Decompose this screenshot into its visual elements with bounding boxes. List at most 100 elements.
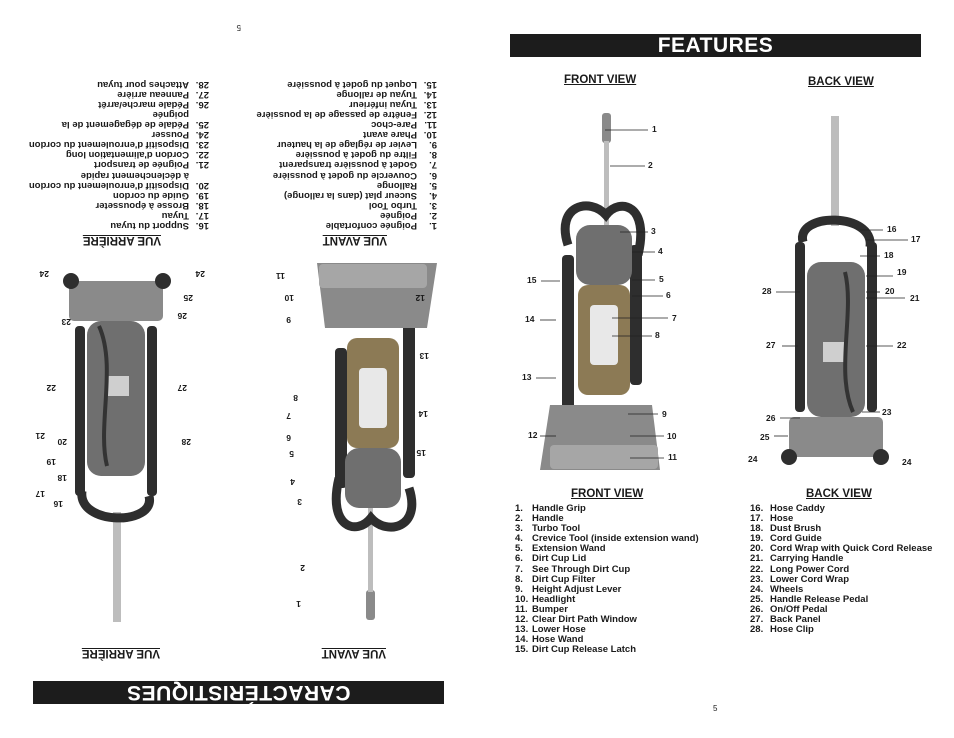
fr-callout-12: 12 <box>415 293 425 303</box>
list-item: 16.Support du tuyau <box>110 220 209 231</box>
callout-22: 22 <box>897 340 907 350</box>
list-item: 20.Cord Wrap with Quick Cord Release <box>750 543 933 555</box>
list-item: 24.Wheels <box>750 583 804 595</box>
back-view-heading: BACK VIEW <box>808 76 874 88</box>
callout-10: 10 <box>667 431 677 441</box>
vue-avant-illustration <box>317 263 437 620</box>
callout-4: 4 <box>658 246 663 256</box>
fr-callout-7: 7 <box>286 411 291 421</box>
callout-5: 5 <box>659 274 664 284</box>
callout-12: 12 <box>528 430 538 440</box>
list-item: 26.Pédale marche/arrêt <box>98 98 209 110</box>
list-item: 18.Dust Brush <box>750 523 822 535</box>
callout-14: 14 <box>525 314 535 324</box>
list-item: 7.See Through Dirt Cup <box>515 563 631 575</box>
list-item: 8.Dirt Cup Filter <box>515 573 596 585</box>
page-number-right: 5 <box>713 704 718 713</box>
fr-callout-5: 5 <box>289 449 294 459</box>
fr-callout-15: 15 <box>416 448 426 458</box>
list-item: 12.Clear Dirt Path Window <box>515 614 637 626</box>
list-item: 11.Bumper <box>515 603 568 615</box>
list-item: 27.Panneau arrière <box>117 88 209 100</box>
left-page: CARACTÉRISTIQUES VUE AVANT VUE ARRIÈRE 1… <box>28 23 444 705</box>
fr-callout-23: 23 <box>61 317 71 327</box>
vue-avant-list-heading: VUE AVANT <box>322 234 387 246</box>
list-item: 28.Attaches pour tuyau <box>97 78 209 90</box>
list-item: 14.Tuyau de rallonge <box>336 88 437 100</box>
fr-callout-17: 17 <box>35 489 45 499</box>
list-item: 4.Suceur plat (dans la rallonge) <box>283 189 437 201</box>
fr-callout-24-b: 24 <box>39 269 49 279</box>
front-list-heading: FRONT VIEW <box>571 488 644 500</box>
list-item: 4.Crevice Tool (inside extension wand) <box>515 533 699 545</box>
list-item: 25.Handle Release Pedal <box>750 593 869 605</box>
list-item: 26.On/Off Pedal <box>750 603 828 615</box>
fr-callout-11: 11 <box>276 271 285 281</box>
fr-callout-6: 6 <box>286 433 291 443</box>
list-item: 14.Hose Wand <box>515 634 584 646</box>
callout-25: 25 <box>760 432 770 442</box>
handle-shaft-shape <box>604 141 609 261</box>
list-item: 2.Poignée <box>380 209 437 221</box>
back-vacuum-illustration <box>781 116 889 465</box>
fr-callout-3: 3 <box>297 497 302 507</box>
hose-wand-shape <box>562 255 574 425</box>
list-item: 9.Levier de réglage de la hauteur <box>277 139 437 151</box>
callout-1: 1 <box>652 124 657 134</box>
callout-20: 20 <box>885 286 895 296</box>
callout-7: 7 <box>672 313 677 323</box>
list-item: 6.Dirt Cup Lid <box>515 553 587 565</box>
list-item: 16.Hose Caddy <box>750 503 825 514</box>
vue-avant-list: 1.Poignée confortable 2.Poignée 3.Turbo … <box>256 79 437 231</box>
fr-callout-26: 26 <box>177 311 187 321</box>
fr-callout-14: 14 <box>418 409 428 419</box>
list-item: 7.Godet à poussière transparent <box>279 159 437 171</box>
fr-callout-28: 28 <box>181 437 191 447</box>
fr-callout-13: 13 <box>419 351 429 361</box>
callout-26: 26 <box>766 413 776 423</box>
fr-callout-18: 18 <box>57 473 67 483</box>
caracteristiques-title: CARACTÉRISTIQUES <box>126 681 351 705</box>
list-item: 5.Rallonge <box>376 179 437 191</box>
callout-8: 8 <box>655 330 660 340</box>
callout-15: 15 <box>527 275 537 285</box>
fr-callout-27: 27 <box>177 383 187 393</box>
fr-callout-25: 25 <box>183 293 193 303</box>
callout-16: 16 <box>887 224 897 234</box>
list-item: 3.Turbo Tool <box>515 523 581 535</box>
bumper-shape <box>550 445 658 469</box>
callout-18: 18 <box>884 250 894 260</box>
fr-callout-1: 1 <box>296 599 301 609</box>
front-feature-list: 1.Handle Grip 2.Handle 3.Turbo Tool 4.Cr… <box>515 503 699 656</box>
list-item: 24.Pousser <box>151 129 210 141</box>
list-item: 10.Phare avant <box>363 129 437 141</box>
list-item: 13.Tuyau inférieur <box>349 98 437 110</box>
list-item: 10.Headlight <box>515 593 576 605</box>
callout-9: 9 <box>662 409 667 419</box>
list-item: 28.Hose Clip <box>750 624 814 636</box>
fr-callout-2: 2 <box>300 563 305 573</box>
fr-callout-4: 4 <box>290 477 295 487</box>
fr-callout-8: 8 <box>293 393 298 403</box>
list-item: 17.Tuyau <box>161 209 209 221</box>
vue-arriere-list-heading: VUE ARRIÈRE <box>82 234 161 246</box>
list-item: 25.Pédale de dégagement de la <box>61 119 209 131</box>
fr-callout-20: 20 <box>57 437 67 447</box>
list-item: 20.Dispositif d'enroulement du cordon <box>28 179 209 191</box>
list-item: 2.Handle <box>515 513 564 525</box>
front-view-heading: FRONT VIEW <box>564 74 637 86</box>
list-item: 6.Couvercle du godet à poussière <box>272 169 437 181</box>
callout-6: 6 <box>666 290 671 300</box>
callout-21: 21 <box>910 293 920 303</box>
hose-shape <box>560 201 646 257</box>
callout-24-right: 24 <box>902 457 912 467</box>
fr-callout-16: 16 <box>53 499 63 509</box>
vue-arriere-heading: VUE ARRIÈRE <box>81 647 160 659</box>
fr-callout-21: 21 <box>35 431 45 441</box>
list-item: 22.Long Power Cord <box>750 563 850 575</box>
filter-shape <box>590 305 618 365</box>
list-item: 15.Dirt Cup Release Latch <box>515 644 636 656</box>
features-banner: FEATURES <box>510 34 921 57</box>
